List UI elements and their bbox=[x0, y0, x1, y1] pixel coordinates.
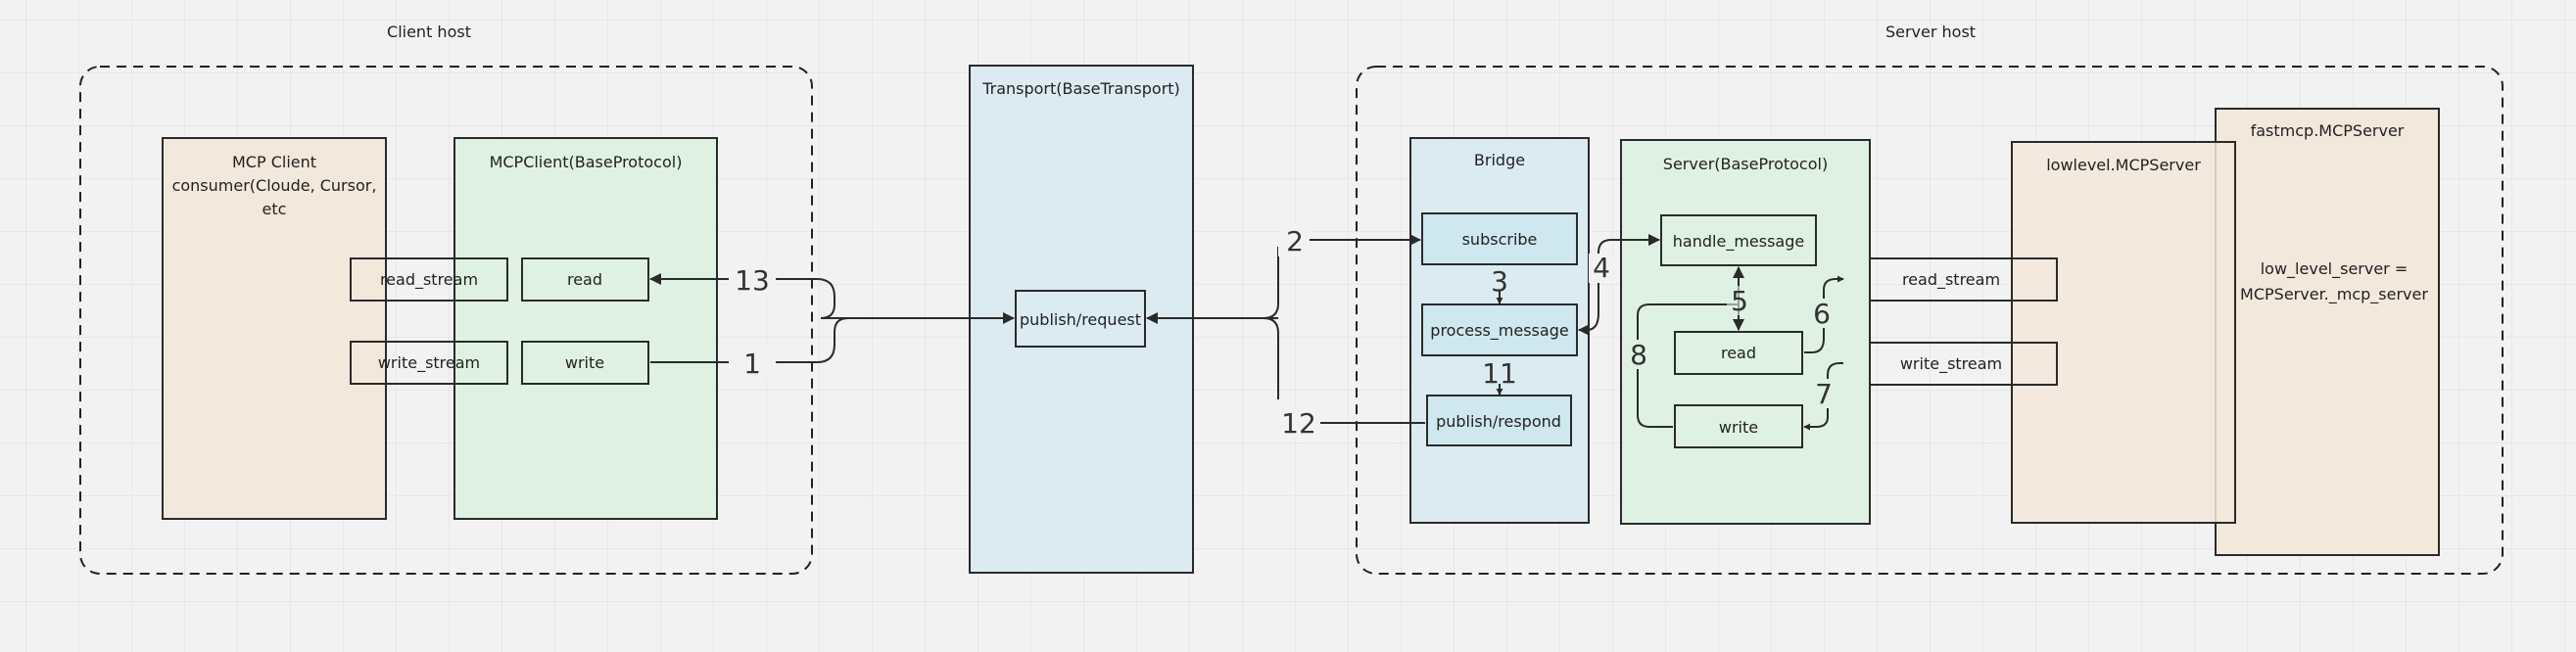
low-level-server-line1: low_level_server = bbox=[2261, 259, 2409, 279]
edge-11-label: 11 bbox=[1482, 357, 1517, 390]
process-message-label: process_message bbox=[1430, 321, 1568, 341]
publish-respond-label: publish/respond bbox=[1436, 412, 1561, 431]
client-write-stream-box[interactable] bbox=[350, 341, 508, 385]
client-write-box[interactable] bbox=[521, 341, 649, 385]
lowlevel-server-box[interactable] bbox=[2011, 141, 2236, 524]
server-read-label: read bbox=[1721, 344, 1756, 362]
connectors bbox=[649, 234, 1844, 431]
edge-1-label: 1 bbox=[743, 348, 761, 380]
edge-4-label: 4 bbox=[1593, 252, 1610, 284]
edge-5-label: 5 bbox=[1731, 285, 1748, 317]
publish-respond-box[interactable] bbox=[1426, 395, 1572, 446]
mcp-client-consumer-box[interactable] bbox=[162, 137, 387, 520]
edge-3-label: 3 bbox=[1491, 265, 1508, 298]
edge-2-label-bg bbox=[1278, 223, 1310, 256]
edge-5-label-bg bbox=[1727, 286, 1752, 315]
publish-request-label: publish/request bbox=[1020, 310, 1141, 329]
edge-6-label-bg bbox=[1809, 299, 1835, 328]
server-write-box[interactable] bbox=[1674, 404, 1803, 448]
client-read-box[interactable] bbox=[521, 257, 649, 302]
handle-message-label: handle_message bbox=[1673, 232, 1804, 252]
client-write-stream-label: write_stream bbox=[378, 353, 480, 373]
mcp-client-etc-label: etc bbox=[262, 200, 287, 218]
edge-7-label: 7 bbox=[1815, 378, 1833, 410]
client-read-stream-label: read_stream bbox=[380, 270, 478, 290]
edge-12-label: 12 bbox=[1281, 407, 1316, 440]
fastmcp-server-box[interactable] bbox=[2215, 108, 2440, 556]
server-write-label: write bbox=[1719, 418, 1758, 437]
mcpclient-base-protocol-label: MCPClient(BaseProtocol) bbox=[490, 153, 683, 171]
client-host-group bbox=[79, 66, 813, 575]
process-message-box[interactable] bbox=[1421, 303, 1578, 356]
handle-message-box[interactable] bbox=[1660, 214, 1817, 266]
edge-13-label: 13 bbox=[735, 264, 770, 297]
server-host-label: Server host bbox=[1885, 23, 1976, 41]
edge-4-label-bg bbox=[1589, 254, 1614, 283]
edge-12-branch bbox=[1263, 317, 1279, 399]
edge-1-lower-curve bbox=[776, 317, 849, 363]
subscribe-label: subscribe bbox=[1462, 230, 1538, 249]
subscribe-box[interactable] bbox=[1421, 212, 1578, 265]
edge-13-label-bg bbox=[729, 261, 776, 295]
server-host-group bbox=[1356, 66, 2504, 575]
edge-12-label-bg bbox=[1279, 405, 1320, 439]
edge-2-label: 2 bbox=[1286, 225, 1304, 257]
edge-6-label: 6 bbox=[1813, 298, 1831, 330]
server-base-protocol-label: Server(BaseProtocol) bbox=[1663, 155, 1828, 173]
fastmcp-server-label: fastmcp.MCPServer bbox=[2251, 121, 2405, 140]
client-host-label: Client host bbox=[387, 23, 471, 41]
low-level-server-line2: MCPServer._mcp_server bbox=[2240, 285, 2428, 304]
server-read-stream-label: read_stream bbox=[1902, 270, 2000, 290]
edge-13-upper-curve bbox=[776, 278, 835, 319]
client-read-label: read bbox=[567, 270, 602, 289]
mcp-client-consumer-label: consumer(Cloude, Cursor, bbox=[172, 176, 377, 195]
client-write-label: write bbox=[565, 353, 604, 372]
transport-label: Transport(BaseTransport) bbox=[981, 79, 1180, 98]
edge-8-label-bg bbox=[1626, 340, 1651, 369]
edge-1-label-bg bbox=[737, 346, 768, 379]
mcp-client-label: MCP Client bbox=[232, 153, 316, 171]
lowlevel-server-label: lowlevel.MCPServer bbox=[2046, 156, 2201, 174]
bridge-label: Bridge bbox=[1474, 151, 1525, 169]
mcpclient-base-protocol-box[interactable] bbox=[453, 137, 718, 520]
edge-7-label-bg bbox=[1811, 379, 1837, 408]
server-read-box[interactable] bbox=[1674, 331, 1803, 375]
edge-8-label: 8 bbox=[1630, 339, 1647, 371]
publish-request-box[interactable] bbox=[1015, 290, 1146, 348]
server-write-stream-label: write_stream bbox=[1900, 354, 2002, 374]
client-read-stream-box[interactable] bbox=[350, 257, 508, 302]
